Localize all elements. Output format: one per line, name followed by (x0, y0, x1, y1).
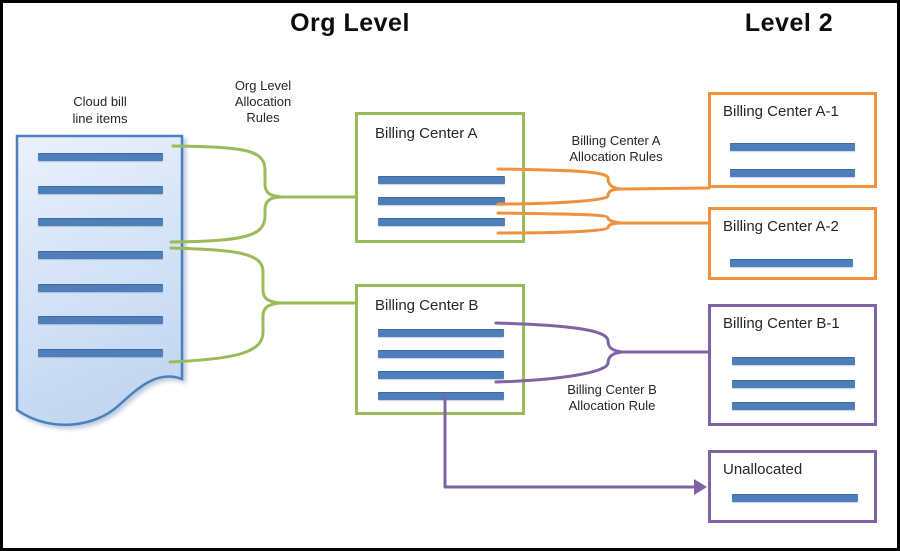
org-brace-b-lower (168, 301, 282, 364)
cloud-bill-label-line1: Cloud bill (73, 94, 127, 109)
line-item-bar (38, 218, 163, 227)
center-a-allocation-rules-label: Billing Center A Allocation Rules (550, 133, 682, 165)
org-allocation-rules-label: Org Level Allocation Rules (213, 78, 313, 126)
org-rules-line3: Rules (246, 110, 280, 125)
line-item-bar (732, 494, 858, 502)
line-item-bar (38, 185, 163, 194)
org-rules-line1: Org Level (234, 78, 292, 93)
line-item-bar (38, 348, 163, 357)
line-item-bar (732, 402, 855, 410)
a1-brace-tip-line (619, 186, 711, 191)
unallocated-line-items (732, 494, 858, 502)
org-brace-b-upper (169, 246, 282, 305)
org-brace-a-lower (169, 195, 284, 244)
center-b-allocation-rule-label: Billing Center B Allocation Rule (546, 382, 678, 414)
org-rules-line2: Allocation (234, 94, 292, 109)
billing-center-b1-box: Billing Center B-1 (708, 304, 877, 426)
billing-center-a-title: Billing Center A (375, 125, 478, 142)
b-rules-line2: Allocation Rule (568, 398, 656, 413)
billing-center-a-box: Billing Center A (355, 112, 525, 243)
unallocated-box: Unallocated (708, 450, 877, 523)
billing-center-b-box: Billing Center B (355, 284, 525, 415)
billing-center-a2-title: Billing Center A-2 (723, 218, 839, 235)
line-item-bar (732, 379, 855, 388)
line-item-bar (732, 357, 855, 365)
billing-center-a-line-items (378, 176, 505, 226)
line-item-bar (730, 143, 855, 151)
billing-center-a1-line-items (730, 143, 855, 177)
b-rules-line1: Billing Center B (567, 382, 657, 397)
line-item-bar (378, 197, 505, 205)
line-item-bar (38, 283, 163, 292)
line-item-bar (38, 153, 163, 161)
cloud-bill-line-items (38, 153, 163, 357)
line-item-bar (378, 350, 504, 358)
cloud-bill-label-line2: line items (72, 111, 128, 126)
line-item-bar (378, 392, 504, 400)
line-item-bar (378, 176, 505, 184)
billing-center-b1-title: Billing Center B-1 (723, 315, 840, 332)
billing-center-a2-box: Billing Center A-2 (708, 207, 877, 280)
line-item-bar (38, 250, 163, 259)
org-brace-a-upper (171, 144, 284, 199)
a-rules-line2: Allocation Rules (569, 149, 663, 164)
billing-center-b-line-items (378, 329, 504, 400)
line-item-bar (730, 169, 855, 177)
level-2-heading: Level 2 (744, 9, 834, 37)
line-item-bar (378, 218, 505, 226)
unallocated-arrowhead-icon (694, 479, 707, 495)
line-item-bar (378, 371, 504, 379)
billing-center-b1-line-items (732, 357, 855, 410)
line-item-bar (730, 259, 853, 267)
cloud-bill-label: Cloud bill line items (50, 93, 150, 127)
unallocated-title: Unallocated (723, 461, 803, 478)
billing-center-a2-line-items (730, 259, 853, 267)
billing-center-a1-title: Billing Center A-1 (723, 103, 839, 120)
org-level-heading: Org Level (290, 9, 410, 37)
billing-center-b-title: Billing Center B (375, 297, 479, 314)
line-item-bar (378, 329, 504, 337)
billing-center-a1-box: Billing Center A-1 (708, 92, 877, 188)
a-rules-line1: Billing Center A (571, 133, 661, 148)
line-item-bar (38, 316, 163, 325)
